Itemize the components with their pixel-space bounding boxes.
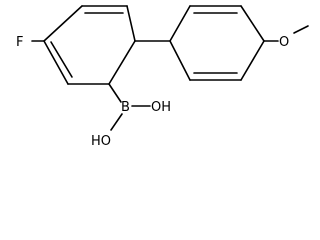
ring-b — [169, 5, 265, 81]
ring-a — [43, 5, 136, 85]
bond-b3 — [240, 5, 265, 42]
bond-b4 — [240, 40, 265, 81]
bond-b6 — [169, 40, 191, 81]
ether-oxygen-label: O — [279, 35, 289, 50]
bond-a6 — [43, 40, 69, 85]
bond-b-ho — [110, 113, 123, 131]
bond-a6-inner — [50, 41, 73, 78]
bond-a1 — [43, 5, 83, 42]
fluorine-label: F — [16, 35, 23, 50]
hydroxyl-bottom-label: HO — [91, 134, 111, 149]
boron-label: B — [121, 100, 130, 115]
bond-b1 — [169, 5, 191, 42]
structure-drawing: F B OH HO O — [16, 5, 309, 149]
hydroxyl-right-label: OH — [151, 100, 171, 115]
bond-o-ch3 — [293, 25, 309, 34]
bond-a4 — [108, 40, 136, 85]
bond-c-b — [108, 83, 122, 103]
bond-a3 — [126, 5, 136, 42]
